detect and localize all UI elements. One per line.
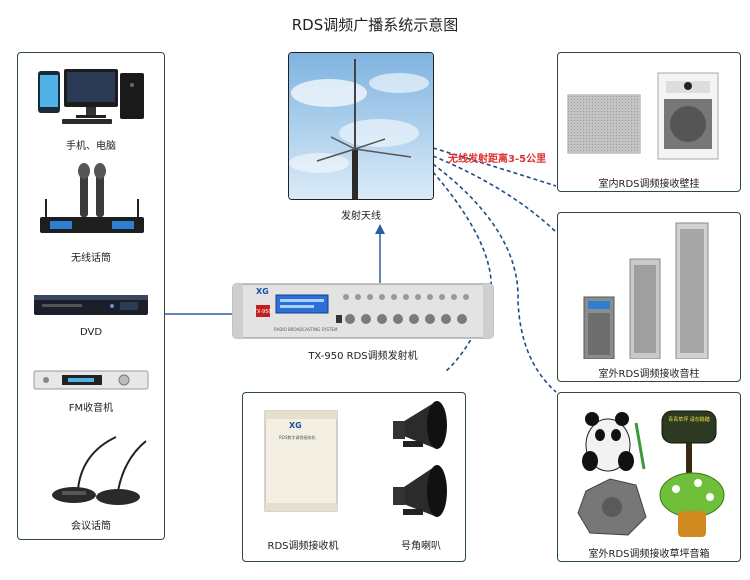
label-antenna: 发射天线 — [341, 211, 381, 222]
transmitter-panel-text: RADIO BROADCASTING SYSTEM — [274, 327, 338, 332]
antenna-illustration — [289, 53, 433, 199]
antenna-panel — [288, 52, 434, 200]
wireless-link-bottom-box — [432, 171, 493, 373]
label-horn-speaker: 号角喇叭 — [401, 541, 441, 552]
conference-mic-illustration — [52, 436, 147, 505]
label-rds-receiver: RDS调频接收机 — [267, 541, 339, 552]
receiver-horn-panel: XG RDS数字调频接收机 RDS调频接收机 号角喇叭 — [242, 392, 466, 562]
label-wireless-mic: 无线话筒 — [71, 253, 111, 264]
label-dvd: DVD — [79, 327, 103, 338]
diagram-title: RDS调频广播系统示意图 — [291, 16, 459, 34]
fm-radio-illustration — [33, 370, 149, 390]
wall-receiver-panel: 室内RDS调频接收壁挂 — [557, 52, 741, 192]
phone-pc-illustration — [38, 69, 144, 124]
arrow-to-antenna — [375, 224, 385, 234]
label-fm-radio: FM收音机 — [68, 403, 114, 414]
label-transmitter: TX-950 RDS调频发射机 — [308, 351, 418, 362]
wall-speaker-illustration — [567, 72, 719, 160]
receiver-box-brand: XG — [289, 421, 302, 430]
wireless-link-column — [432, 155, 557, 233]
label-column-receiver: 室外RDS调频接收音柱 — [598, 369, 700, 380]
receiver-box-text: RDS数字调频接收机 — [279, 435, 316, 440]
sources-panel: 手机、电脑 无线话筒 DVD FM收音机 会议话筒 — [17, 52, 165, 540]
transmitter-model-tag: TX-950 — [254, 309, 272, 315]
transmitter-illustration — [232, 283, 494, 339]
horn-speaker-bottom-illustration — [393, 465, 447, 517]
range-note: 无线发射距离3-5公里 — [448, 154, 547, 165]
lawn-receiver-panel: 青青草坪 请勿践踏 室外RDS调频接收草坪音箱 — [557, 392, 741, 562]
label-lawn-receiver: 室外RDS调频接收草坪音箱 — [588, 549, 710, 560]
lawn-speaker-illustration — [577, 410, 725, 537]
transmitter-brand: XG — [256, 287, 269, 296]
column-speaker-illustration — [583, 222, 709, 359]
column-receiver-panel: 室外RDS调频接收音柱 — [557, 212, 741, 382]
wireless-link-lawn — [432, 163, 557, 393]
wireless-link-wall — [432, 147, 557, 187]
wireless-mic-illustration — [40, 163, 144, 233]
rds-receiver-box-illustration — [264, 410, 338, 512]
sign-text: 青青草坪 请勿践踏 — [668, 417, 710, 423]
label-phone-pc: 手机、电脑 — [66, 141, 116, 152]
label-conference-mic: 会议话筒 — [71, 521, 111, 532]
label-wall-receiver: 室内RDS调频接收壁挂 — [598, 179, 700, 190]
dvd-illustration — [34, 295, 148, 315]
horn-speaker-top-illustration — [393, 401, 447, 449]
